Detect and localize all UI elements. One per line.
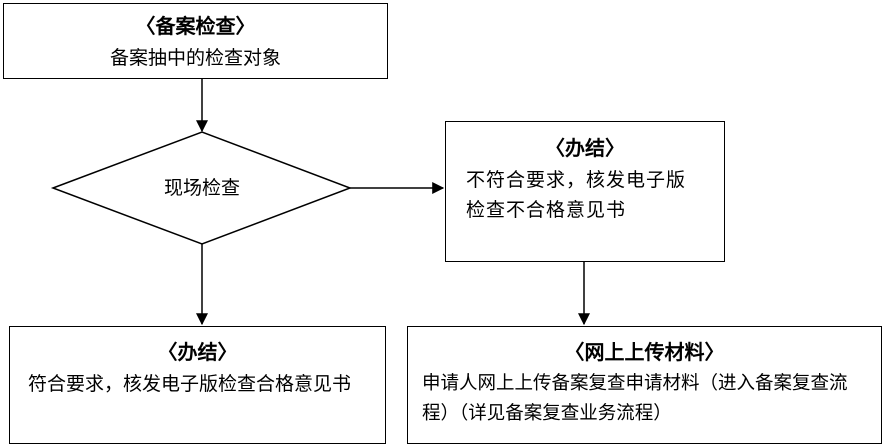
onsite-check-label: 现场检查 xyxy=(163,177,240,199)
close-fail-title: 〈办结〉 xyxy=(545,136,625,160)
filing-check-title: 〈备案检查〉 xyxy=(135,14,256,38)
upload-materials-body: 申请人网上上传备案复查申请材料（进入备案复查流程）（详见备案复查业务流程） xyxy=(422,373,848,424)
upload-materials-title: 〈网上上传材料〉 xyxy=(564,340,725,364)
filing-check-box: 〈备案检查〉 备案抽中的检查对象 xyxy=(3,3,388,79)
close-pass-body: 符合要求，核发电子版检查合格意见书 xyxy=(28,373,352,395)
close-pass-title: 〈办结〉 xyxy=(157,340,238,364)
close-fail-body: 不符合要求，核发电子版检查不合格意见书 xyxy=(466,169,687,221)
upload-materials-box: 〈网上上传材料〉 申请人网上上传备案复查申请材料（进入备案复查流程）（详见备案复… xyxy=(407,326,882,444)
close-pass-box: 〈办结〉 符合要求，核发电子版检查合格意见书 xyxy=(9,326,386,444)
filing-check-body: 备案抽中的检查对象 xyxy=(109,47,281,69)
close-fail-box: 〈办结〉 不符合要求，核发电子版检查不合格意见书 xyxy=(445,121,725,262)
